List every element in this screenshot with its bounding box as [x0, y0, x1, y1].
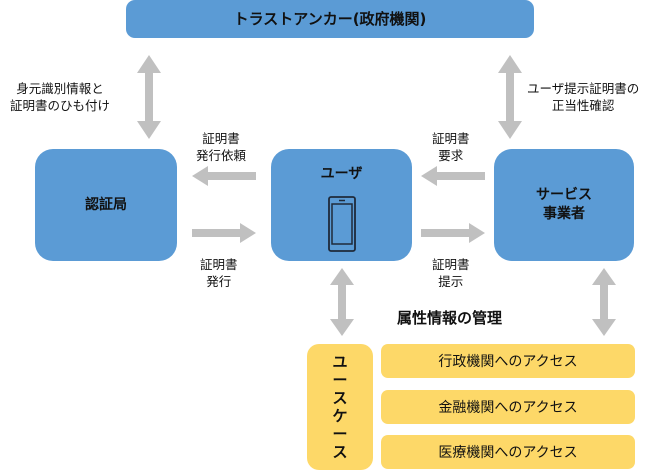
issue-edge-label: 証明書 発行	[200, 257, 238, 289]
sp-usecase-double-arrow	[592, 268, 616, 336]
certificate-authority-label: 認証局	[85, 196, 127, 213]
certificate-authority-node: 認証局	[35, 149, 177, 261]
issue-request-left-arrow	[192, 166, 256, 186]
attribute-management-title: 属性情報の管理	[397, 309, 503, 327]
smartphone-icon	[327, 196, 356, 252]
issue-request-edge-label: 証明書 発行依頼	[196, 131, 247, 163]
trust-anchor-label: トラストアンカー(政府機関)	[233, 9, 427, 28]
issue-right-arrow	[192, 223, 256, 243]
use-case-item-financial: 金融機関へのアクセス	[381, 390, 635, 424]
cert-request-left-arrow	[421, 166, 485, 186]
sp-trust-double-arrow	[498, 55, 522, 139]
trust-anchor-node: トラストアンカー(政府機関)	[126, 0, 534, 38]
user-label: ユーザ	[320, 166, 363, 182]
sp-trust-edge-label: ユーザ提示証明書の 正当性確認	[527, 81, 640, 113]
user-usecase-double-arrow	[330, 268, 354, 336]
ca-trust-edge-label: 身元識別情報と 証明書のひも付け	[10, 81, 111, 113]
service-provider-label: サービス 事業者	[536, 187, 592, 222]
use-case-item-medical: 医療機関へのアクセス	[381, 435, 635, 469]
user-node: ユーザ	[271, 149, 412, 261]
use-case-label-box: ユ ー ス ケ ー ス	[307, 344, 373, 470]
cert-present-edge-label: 証明書 提示	[432, 257, 470, 289]
ca-trust-double-arrow	[137, 55, 161, 139]
cert-present-right-arrow	[421, 223, 485, 243]
cert-request-edge-label: 証明書 要求	[432, 131, 470, 163]
use-case-item-government: 行政機関へのアクセス	[381, 344, 635, 378]
service-provider-node: サービス 事業者	[494, 149, 634, 261]
